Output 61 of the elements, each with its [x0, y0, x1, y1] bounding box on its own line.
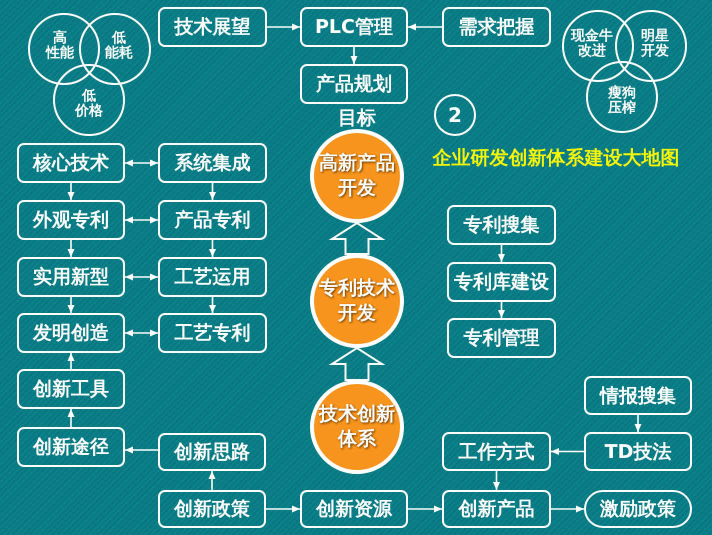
arrow: [551, 506, 584, 512]
process-box: 工作方式: [442, 432, 551, 471]
diagram-title: 企业研发创新体系建设大地图: [432, 146, 680, 171]
venn-circle: 瘦狗压榨: [586, 61, 658, 133]
process-box: 专利管理: [447, 318, 556, 358]
arrow: [209, 240, 216, 257]
rounded-box: 激励政策: [584, 490, 692, 528]
arrow: [208, 471, 216, 490]
process-box: 实用新型: [17, 257, 125, 297]
process-box: 专利搜集: [447, 205, 556, 245]
process-box: 需求把握: [442, 7, 551, 47]
process-box: 工艺专利: [158, 313, 267, 353]
arrow: [68, 297, 74, 313]
number-circle: 2: [434, 94, 476, 136]
process-box: TD技法: [584, 432, 692, 471]
block-arrow: [328, 222, 386, 255]
process-box: 系统集成: [158, 143, 267, 183]
arrow: [125, 446, 158, 454]
arrow: [498, 302, 505, 318]
process-box: 情报搜集: [584, 376, 692, 415]
venn-circle: 现金牛改进: [562, 10, 634, 82]
process-box: 外观专利: [17, 200, 125, 240]
block-arrow: [328, 346, 386, 381]
venn-circle: 低价格: [53, 64, 125, 136]
process-box: 核心技术: [17, 143, 125, 183]
arrow: [493, 471, 500, 490]
process-box: 工艺运用: [158, 257, 267, 297]
double-arrow: [125, 274, 158, 280]
venn-circle: 低能耗: [79, 13, 151, 85]
process-box: 产品规划: [300, 64, 408, 104]
arrow: [551, 448, 584, 455]
process-box: 发明创造: [17, 313, 125, 353]
process-box: 创新途径: [17, 427, 125, 467]
venn-circle: 明星开发: [615, 10, 687, 82]
process-box: 创新资源: [300, 490, 408, 528]
arrow: [634, 415, 642, 432]
arrow: [267, 24, 300, 30]
process-box: 创新产品: [442, 490, 551, 528]
text-label: 目标: [338, 106, 376, 131]
double-arrow: [125, 330, 158, 336]
arrow: [68, 409, 74, 427]
arrow: [408, 24, 442, 30]
arrow: [209, 297, 216, 313]
process-box: 创新思路: [158, 433, 266, 471]
arrow: [209, 183, 216, 200]
arrow: [68, 240, 74, 257]
double-arrow: [125, 160, 158, 166]
arrow: [498, 245, 505, 262]
double-arrow: [125, 216, 158, 224]
arrow: [408, 506, 442, 512]
process-box: 技术展望: [158, 7, 267, 47]
process-box: PLC管理: [300, 7, 408, 47]
process-box: 专利库建设: [447, 262, 556, 302]
venn-circle: 高性能: [28, 13, 100, 85]
arrow: [68, 183, 74, 200]
process-box: 创新政策: [158, 490, 266, 528]
arrow: [350, 47, 358, 64]
process-box: 创新工具: [17, 369, 125, 409]
process-box: 产品专利: [158, 200, 267, 240]
arrow: [68, 353, 74, 369]
arrow: [266, 506, 300, 512]
